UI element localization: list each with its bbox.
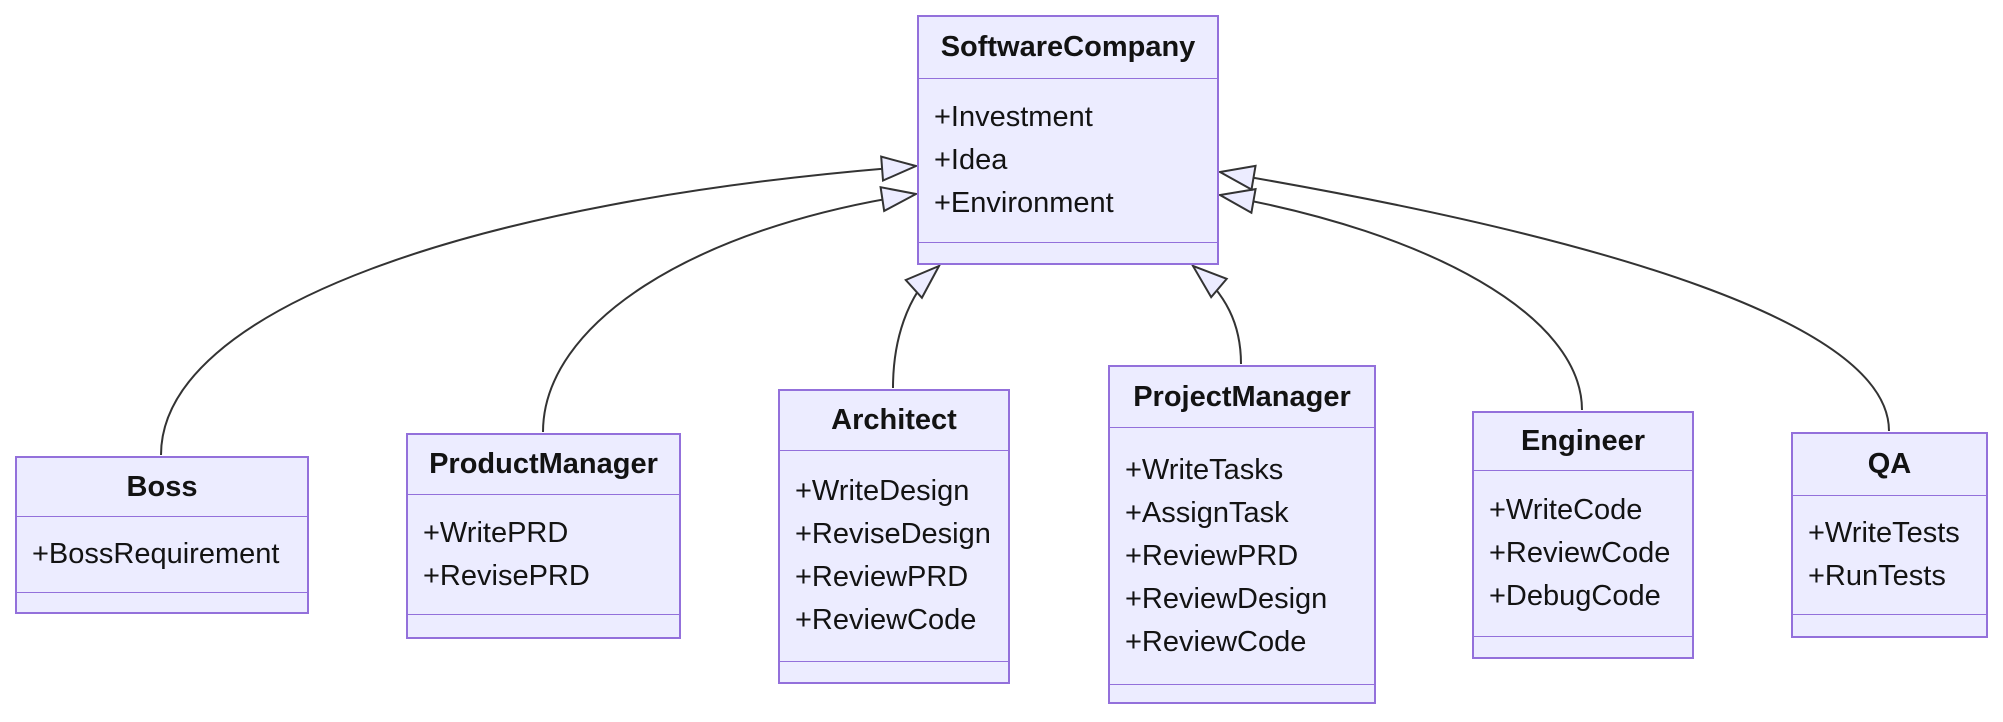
class-attribute: +Idea <box>934 144 1008 176</box>
class-attributes: +Investment +Idea +Environment <box>919 79 1217 242</box>
class-methods-empty <box>17 592 307 612</box>
class-attributes: +WriteTests +RunTests <box>1793 496 1986 614</box>
class-attributes: +WriteDesign +ReviseDesign +ReviewPRD +R… <box>780 451 1008 661</box>
class-engineer: Engineer +WriteCode +ReviewCode +DebugCo… <box>1472 411 1694 659</box>
class-attributes: +WritePRD +RevisePRD <box>408 495 679 614</box>
class-attribute: +AssignTask <box>1125 496 1289 529</box>
class-qa: QA +WriteTests +RunTests <box>1791 432 1988 638</box>
class-architect: Architect +WriteDesign +ReviseDesign +Re… <box>778 389 1010 684</box>
class-title: QA <box>1793 434 1986 496</box>
class-title: ProductManager <box>408 435 679 495</box>
class-productmanager: ProductManager +WritePRD +RevisePRD <box>406 433 681 639</box>
class-attribute: +ReviseDesign <box>795 518 991 550</box>
class-attributes: +WriteCode +ReviewCode +DebugCode <box>1474 471 1692 636</box>
class-attribute: +ReviewCode <box>1489 537 1671 569</box>
class-methods-empty <box>1110 684 1374 702</box>
class-boss: Boss +BossRequirement <box>15 456 309 614</box>
inheritance-arrow-projectmanager <box>1190 264 1242 365</box>
class-methods-empty <box>408 614 679 637</box>
class-methods-empty <box>1474 636 1692 657</box>
class-methods-empty <box>919 242 1217 263</box>
class-title: Boss <box>17 458 307 517</box>
class-attribute: +WriteTasks <box>1125 453 1284 486</box>
class-attribute: +RevisePRD <box>423 559 590 592</box>
inheritance-arrow-productmanager <box>542 185 919 433</box>
class-attribute: +WritePRD <box>423 516 569 549</box>
class-attribute: +ReviewPRD <box>1125 539 1299 572</box>
class-attributes: +BossRequirement <box>17 517 307 592</box>
class-attribute: +ReviewCode <box>795 604 977 636</box>
class-softwarecompany: SoftwareCompany +Investment +Idea +Envir… <box>917 15 1219 265</box>
class-attribute: +ReviewDesign <box>1125 582 1328 615</box>
class-title: Engineer <box>1474 413 1692 471</box>
class-attribute: +WriteCode <box>1489 494 1643 526</box>
class-methods-empty <box>1793 614 1986 636</box>
class-attribute: +Environment <box>934 187 1114 219</box>
class-attribute: +BossRequirement <box>32 538 280 570</box>
class-attribute: +DebugCode <box>1489 580 1661 612</box>
class-attribute: +Investment <box>934 101 1093 133</box>
class-attribute: +RunTests <box>1808 560 1946 592</box>
class-attribute: +WriteDesign <box>795 475 970 507</box>
class-attributes: +WriteTasks +AssignTask +ReviewPRD +Revi… <box>1110 428 1374 684</box>
class-title: ProjectManager <box>1110 367 1374 428</box>
class-projectmanager: ProjectManager +WriteTasks +AssignTask +… <box>1108 365 1376 704</box>
inheritance-arrow-architect <box>892 263 942 389</box>
class-attribute: +WriteTests <box>1808 517 1960 549</box>
class-attribute: +ReviewCode <box>1125 625 1307 658</box>
class-title: SoftwareCompany <box>919 17 1217 79</box>
class-methods-empty <box>780 661 1008 682</box>
class-attribute: +ReviewPRD <box>795 561 969 593</box>
inheritance-arrow-qa <box>1217 164 1890 432</box>
inheritance-arrow-boss <box>160 155 919 456</box>
inheritance-arrow-engineer <box>1217 187 1583 411</box>
class-title: Architect <box>780 391 1008 451</box>
